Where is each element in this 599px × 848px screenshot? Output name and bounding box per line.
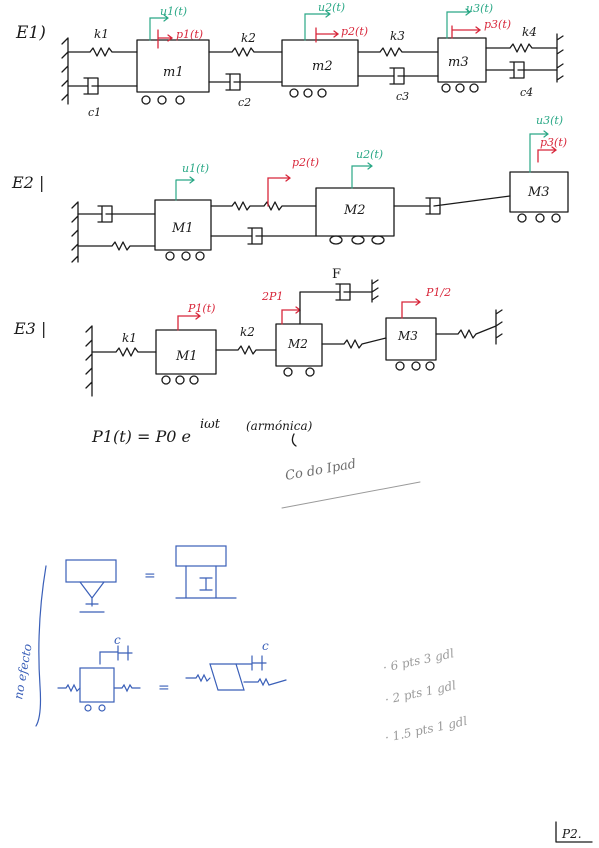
c-right-label: c <box>262 639 269 653</box>
formula-exponent: iωt <box>200 417 221 432</box>
c4-label: c4 <box>520 86 533 99</box>
equals-bottom: = <box>158 680 170 696</box>
e2-label: E2 | <box>11 173 44 192</box>
formula-note: (armónica) <box>246 419 313 433</box>
m1-label: m1 <box>163 65 184 80</box>
page-number-label: P2. <box>561 827 582 841</box>
e2-m3-label: M3 <box>527 185 550 200</box>
e2-u2-label: u2(t) <box>356 148 383 161</box>
k1-label: k1 <box>94 27 109 41</box>
e3-k2-label: k2 <box>240 325 255 339</box>
e3-m3-label: M3 <box>397 329 418 343</box>
e3-m1-label: M1 <box>175 349 198 364</box>
e3-p1-half-label: P1/2 <box>425 286 451 299</box>
m2-label: m2 <box>312 59 333 74</box>
gray-note-1: · 6 pts 3 gdl <box>382 646 456 675</box>
p1-label: p1(t) <box>176 28 203 41</box>
u2-label: u2(t) <box>318 1 345 14</box>
u1-label: u1(t) <box>160 5 187 18</box>
e3-2p1-label: 2P1 <box>261 290 283 303</box>
e3-p1-label: P1(t) <box>187 302 215 315</box>
e3-k1-label: k1 <box>122 331 137 345</box>
c3-label: c3 <box>396 90 409 103</box>
e2-u1-label: u1(t) <box>182 162 209 175</box>
p2-label: p2(t) <box>341 25 368 38</box>
equals-top: = <box>144 568 156 584</box>
e1-label: E1) <box>15 23 46 43</box>
p3-label: p3(t) <box>484 18 511 31</box>
c2-label: c2 <box>238 96 251 109</box>
exercise-e2: E2 | M1 u1(t) p2(t) M2 u2(t) M3 u3(t) p3… <box>11 114 569 263</box>
ipad-note: Co do Ipad <box>284 457 357 484</box>
m3-label: m3 <box>448 55 469 70</box>
e2-p2-label: p2(t) <box>292 156 319 169</box>
exercise-e3: E3 | k1 M1 P1(t) k2 M2 2P1 F M3 P1/2 <box>13 267 503 397</box>
c1-label: c1 <box>88 106 101 119</box>
e2-m2-label: M2 <box>343 203 366 218</box>
gray-note-2: · 2 pts 1 gdl <box>384 678 458 707</box>
equivalence-sketches: no efecto = c = c <box>11 545 287 727</box>
e3-f-label: F <box>332 267 341 282</box>
k3-label: k3 <box>390 29 405 43</box>
e3-label: E3 | <box>13 319 46 338</box>
gray-note-3: · 1.5 pts 1 gdl <box>384 714 469 745</box>
e2-m1-label: M1 <box>171 221 194 236</box>
gray-notes: · 6 pts 3 gdl · 2 pts 1 gdl · 1.5 pts 1 … <box>382 646 469 745</box>
side-note: no efecto <box>11 643 35 701</box>
page-number: P2. <box>555 821 593 843</box>
exercise-e1: E1) k1 c1 m1 u1(t) p1(t) k2 c2 m2 u2(t) … <box>15 1 564 119</box>
e3-m2-label: M2 <box>287 337 308 351</box>
e2-u3-label: u3(t) <box>536 114 563 127</box>
formula-lhs: P1(t) = P0 e <box>91 427 191 446</box>
c-top-label: c <box>114 633 121 647</box>
k4-label: k4 <box>522 25 537 39</box>
e2-p3-label: p3(t) <box>540 136 567 149</box>
k2-label: k2 <box>241 31 256 45</box>
harmonic-formula: P1(t) = P0 e iωt (armónica) Co do Ipad <box>91 417 421 509</box>
u3-label: u3(t) <box>466 2 493 15</box>
